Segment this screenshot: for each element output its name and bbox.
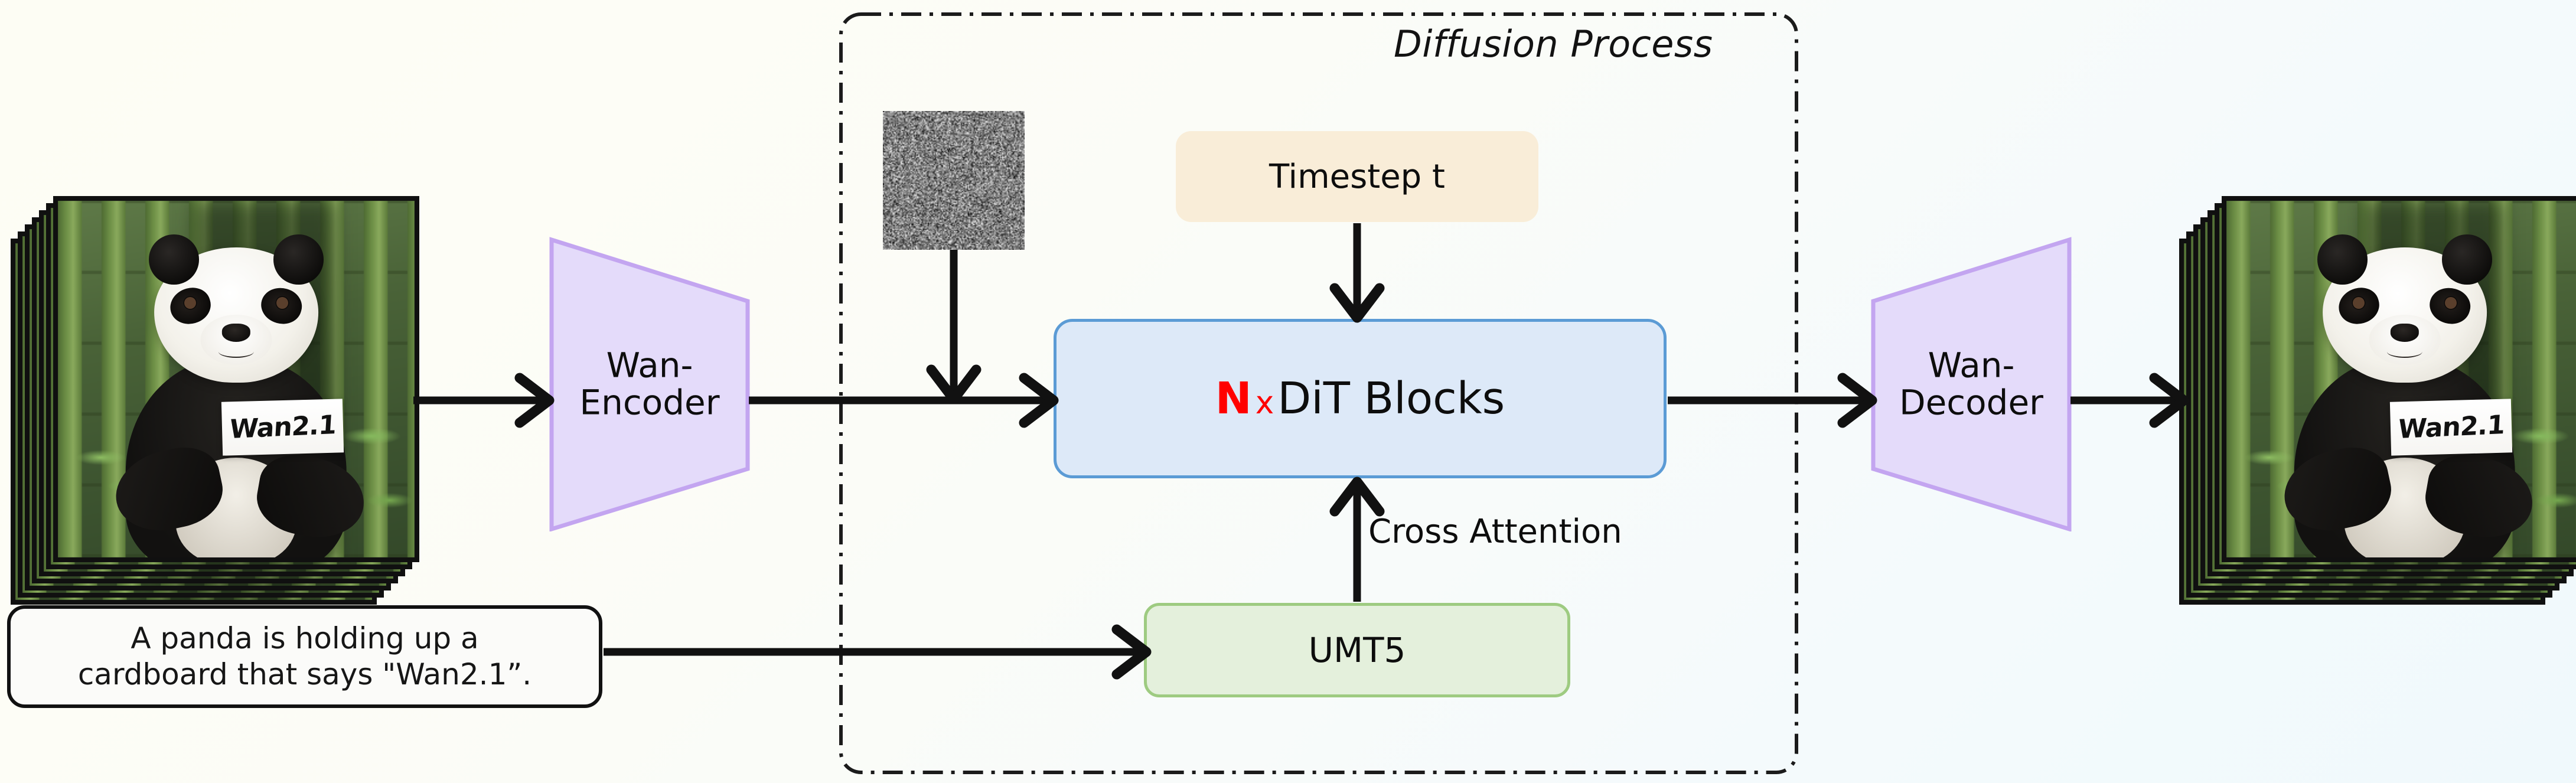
input-video-frame-stack: Wan2.1 — [11, 189, 424, 602]
gaussian-noise-latent-icon — [883, 111, 1025, 250]
encoder-label: Wan- Encoder — [549, 347, 750, 420]
umt5-label: UMT5 — [1309, 630, 1406, 670]
prompt-line-1: A panda is holding up a — [131, 621, 478, 657]
output-video-frame-stack: Wan2.1 — [2179, 189, 2576, 602]
dit-multiply-sign: x — [1252, 384, 1278, 421]
decoder-label: Wan- Decoder — [1871, 347, 2072, 420]
arrow-decoder-to-output — [2070, 378, 2185, 423]
input-video-frame-front: Wan2.1 — [53, 196, 419, 562]
panda-illustration-output: Wan2.1 — [2226, 201, 2576, 557]
arrow-input-to-encoder — [413, 378, 550, 423]
prompt-line-2: cardboard that says "Wan2.1”. — [78, 657, 531, 693]
arrow-dit-to-decoder — [1668, 378, 1873, 423]
timestep-label: Timestep t — [1269, 158, 1445, 196]
panda-sign: Wan2.1 — [221, 399, 344, 456]
panda-sign-output: Wan2.1 — [2390, 399, 2513, 456]
dit-block-count: N — [1215, 373, 1252, 424]
arrow-prompt-to-umt5 — [604, 629, 1147, 674]
dit-blocks-label: DiT Blocks — [1277, 373, 1505, 424]
diffusion-process-label: Diffusion Process — [1394, 22, 1713, 66]
prompt-textbox[interactable]: A panda is holding up a cardboard that s… — [7, 605, 602, 708]
wan-encoder-node[interactable]: Wan- Encoder — [549, 236, 750, 531]
panda-sign-text-output: Wan2.1 — [2397, 410, 2505, 445]
arrow-timestep-to-dit — [1335, 223, 1380, 318]
dit-blocks-node[interactable]: NxDiT Blocks — [1054, 319, 1667, 478]
wan-decoder-node[interactable]: Wan- Decoder — [1871, 236, 2072, 531]
panda-sign-text: Wan2.1 — [229, 410, 337, 445]
cross-attention-label: Cross Attention — [1368, 513, 1622, 551]
panda-illustration: Wan2.1 — [58, 201, 415, 557]
arrow-noise-to-latent — [931, 250, 976, 399]
output-video-frame-front: Wan2.1 — [2222, 196, 2576, 562]
arrow-encoder-to-dit — [749, 378, 1055, 423]
dit-blocks-inline: NxDiT Blocks — [1215, 373, 1505, 424]
timestep-node[interactable]: Timestep t — [1176, 131, 1538, 222]
umt5-text-encoder-node[interactable]: UMT5 — [1144, 603, 1570, 697]
